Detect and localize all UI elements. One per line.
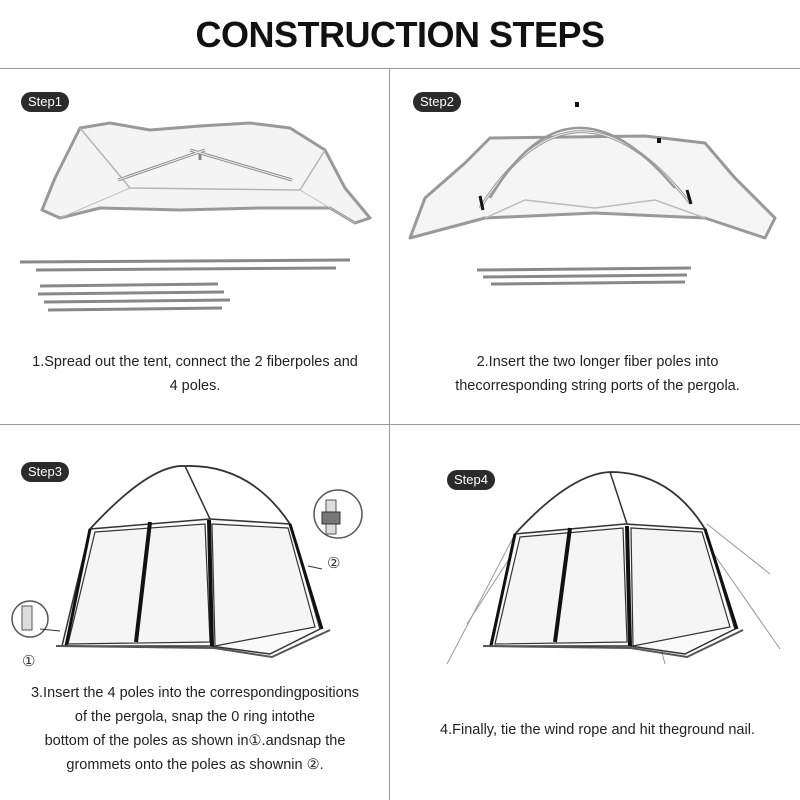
step-2-panel: Step2 2.Insert the two longer fiber pole… — [395, 68, 800, 423]
poles-illustration — [476, 266, 692, 286]
tent-guyed-illustration — [446, 471, 781, 665]
step-2-caption: 2.Insert the two longer fiber poles into… — [395, 350, 800, 398]
center-divider — [389, 68, 390, 800]
step-1-caption: 1.Spread out the tent, connect the 2 fib… — [0, 350, 390, 398]
caption-line: 4 poles. — [169, 378, 221, 394]
top-divider — [0, 68, 800, 69]
middle-divider — [0, 424, 800, 425]
caption-line: thecorresponding string ports of the per… — [455, 378, 740, 394]
caption-line: grommets onto the poles as shownin ②. — [66, 757, 324, 773]
step-3-caption: 3.Insert the 4 poles into the correspond… — [0, 681, 390, 777]
step-4-badge: Step4 — [447, 470, 495, 490]
poles-illustration — [19, 258, 351, 312]
caption-line: 3.Insert the 4 poles into the correspond… — [30, 685, 360, 701]
caption-line: 1.Spread out the tent, connect the 2 fib… — [32, 354, 358, 370]
caption-line: bottom of the poles as shown in①.andsnap… — [44, 733, 346, 749]
caption-line: of the pergola, snap the 0 ring intothe — [74, 709, 316, 725]
step-1-panel: Step1 1.Spread out the tent, connect the… — [0, 68, 390, 423]
tent-arch-illustration — [408, 102, 777, 240]
page-title: CONSTRUCTION STEPS — [195, 14, 605, 55]
step-3-badge: Step3 — [21, 462, 69, 482]
tent-spread-flat-illustration — [40, 121, 372, 225]
step-3-panel: Step3 ① ② 3.Insert the 4 poles into the … — [0, 424, 390, 800]
callout-1-marker: ① — [22, 653, 36, 670]
step-4-caption: 4.Finally, tie the wind rope and hit the… — [395, 718, 800, 742]
caption-line: 4.Finally, tie the wind rope and hit the… — [440, 722, 755, 738]
callout-2-marker: ② — [327, 555, 341, 572]
step-4-panel: Step4 4.Finally, tie the wind rope and h… — [395, 424, 800, 800]
step-2-badge: Step2 — [413, 92, 461, 112]
tent-assembled-illustration — [11, 465, 363, 659]
caption-line: 2.Insert the two longer fiber poles into — [476, 354, 719, 370]
step-1-badge: Step1 — [21, 92, 69, 112]
